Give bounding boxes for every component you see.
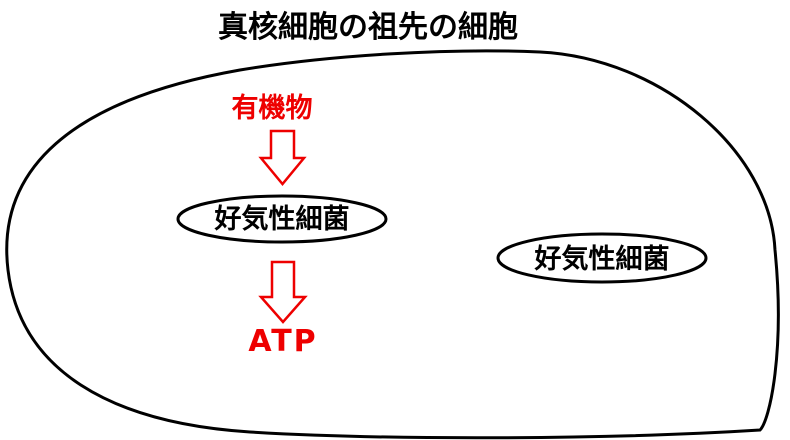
bacterium-outline [176,194,388,244]
aerobic-bacterium-inner: 好気性細菌 [176,194,388,244]
bacterium-label: 好気性細菌 [214,203,350,235]
aerobic-bacterium-outer: 好気性細菌 [496,232,708,284]
bacterium-outline [496,232,708,284]
input-organic-matter-label: 有機物 [232,93,313,124]
output-atp-label: ATP [248,324,317,359]
hollow-down-arrow-icon [258,260,308,324]
hollow-down-arrow-icon [258,129,307,186]
cell-membrane-outline [5,49,780,440]
diagram-title: 真核細胞の祖先の細胞 [218,10,518,45]
bacterium-label: 好気性細菌 [534,243,670,275]
